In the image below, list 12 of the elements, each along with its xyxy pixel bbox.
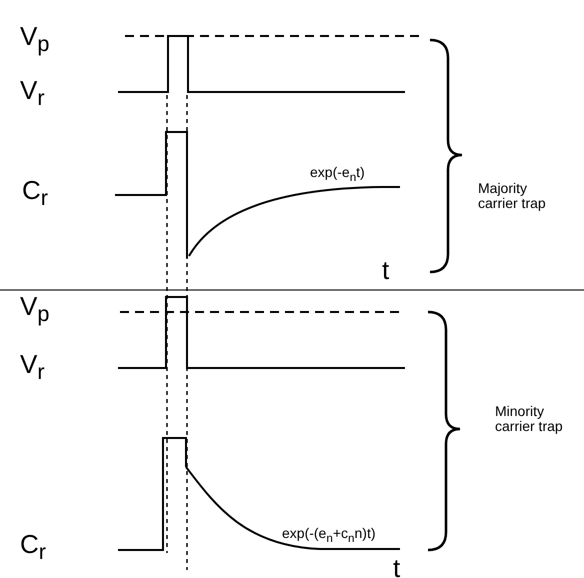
voltage-label: V$_{p}$ (20, 22, 50, 56)
voltage-label: V$_{r}$ (20, 76, 45, 110)
voltage-label: V$_{r}$ (20, 350, 45, 384)
formula-label: exp(-(e$_{n}$+c$_{n}$n)t) (282, 526, 376, 546)
brace-label: Majority carrier trap (478, 181, 547, 212)
capacitance-label: C$_{r}$ (22, 176, 48, 210)
brace-label: Minority carrier trap (495, 404, 564, 435)
formula-label: exp(-e$_{n}$t) (310, 165, 365, 185)
axis-label: t (382, 256, 390, 285)
voltage-label: V$_{p}$ (20, 292, 50, 326)
capacitance-label: C$_{r}$ (20, 530, 46, 564)
axis-label: t (393, 554, 400, 578)
